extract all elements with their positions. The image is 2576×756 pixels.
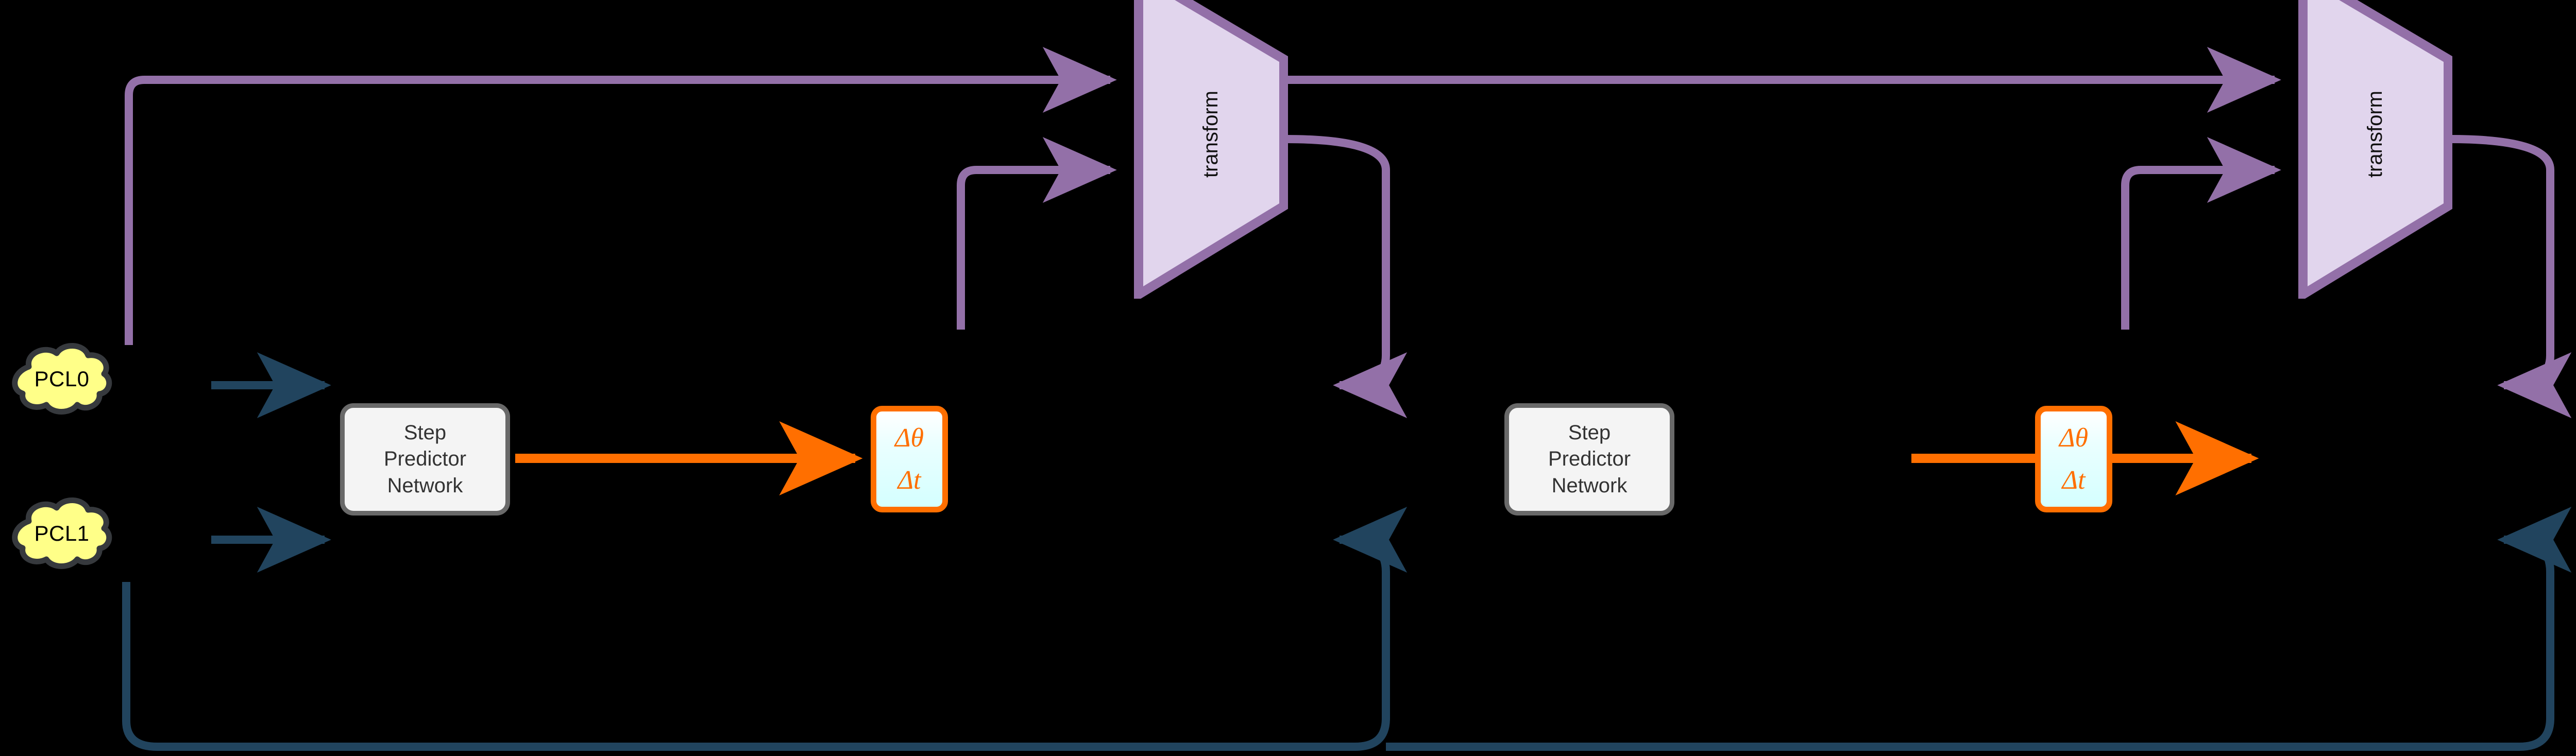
cloud-shape-icon	[12, 497, 112, 569]
trapezoid-shape-icon	[2298, 0, 2452, 299]
transform-1[interactable]: transform	[1133, 0, 1288, 299]
edge-pcl0-to-transform1	[125, 47, 1117, 345]
delta-output-1[interactable]: Δθ Δt	[871, 406, 948, 512]
edge-spn2-to-spn3	[1386, 507, 2572, 751]
spn2-line3: Network	[1551, 474, 1628, 497]
edge-delta2-to-transform2	[2121, 137, 2281, 330]
transform-1-label-wrap: transform	[1133, 0, 1288, 299]
edge-pcl1-to-spn2	[122, 507, 1408, 751]
spn2-line2: Predictor	[1548, 448, 1631, 471]
cloud-pcl0-label: PCL0	[34, 366, 90, 391]
delta2-t: Δt	[2062, 465, 2086, 495]
step-predictor-network-2[interactable]: Step Predictor Network	[1504, 403, 1674, 516]
cloud-pcl1[interactable]: PCL1	[5, 497, 118, 569]
edge-transform1-to-spn2	[1285, 135, 1408, 418]
edge-transform2-to-spn3	[2449, 135, 2572, 418]
transform-2[interactable]: transform	[2298, 0, 2452, 299]
transform-2-label: transform	[2363, 90, 2386, 178]
trapezoid-shape-icon	[1134, 0, 1288, 299]
step-predictor-network-1[interactable]: Step Predictor Network	[340, 403, 510, 516]
spn2-line1: Step	[1568, 421, 1611, 444]
delta2-theta: Δθ	[2059, 423, 2089, 453]
delta-output-2[interactable]: Δθ Δt	[2035, 406, 2112, 512]
delta1-theta: Δθ	[894, 423, 924, 453]
cloud-pcl0[interactable]: PCL0	[5, 343, 118, 415]
edge-delta1-to-transform1	[957, 137, 1117, 330]
cloud-pcl1-label: PCL1	[34, 521, 90, 545]
spn1-line1: Step	[403, 421, 447, 444]
transform-1-label: transform	[1199, 90, 1222, 178]
cloud-shape-icon	[12, 343, 112, 415]
transform-2-label-wrap: transform	[2298, 0, 2452, 299]
delta1-t: Δt	[897, 465, 921, 495]
spn1-line3: Network	[387, 474, 463, 497]
spn1-line2: Predictor	[383, 448, 467, 471]
